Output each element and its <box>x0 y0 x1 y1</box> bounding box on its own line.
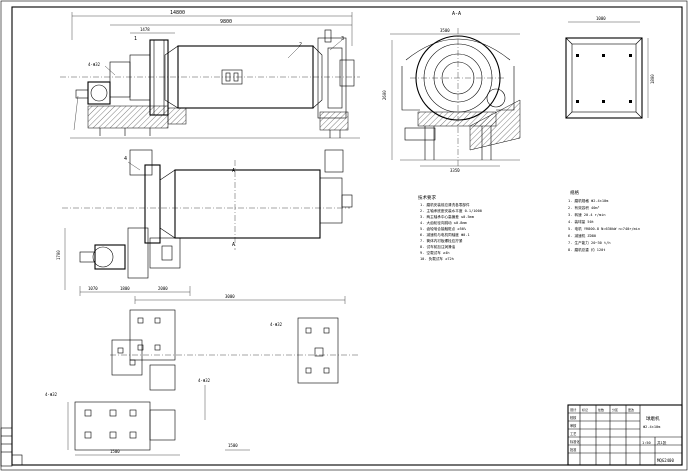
bolt-note-feed: 4-Φ32 <box>270 322 283 327</box>
note-left-7: 7. 筒体内衬板螺栓应拧紧 <box>420 238 463 243</box>
dim-plan-a: 1070 <box>88 286 98 291</box>
note-left-10: 10. 负载试车 ≥72h <box>420 256 454 261</box>
note-right-7: 7. 生产能力 20~30 t/h <box>568 240 611 245</box>
feed-foundation <box>319 111 349 131</box>
tb-row-check: 校核 <box>570 415 577 420</box>
tb-row-review: 审核 <box>570 423 577 428</box>
callout-4: 4 <box>124 156 127 162</box>
dim-opening-height: 1800 <box>650 74 655 84</box>
bolt-note: 4-Φ32 <box>88 62 101 67</box>
dim-plan-b: 1800 <box>120 286 130 291</box>
note-right-5: 5. 电机 YR800-8 N=630kW n=740r/min <box>568 226 640 231</box>
plan-motor <box>94 244 126 270</box>
note-left-5: 5. 齿轮啮合接触斑点 ≥50% <box>420 226 467 231</box>
plan-gear <box>144 164 161 244</box>
section-label: A-A <box>452 11 461 17</box>
drive-foundation <box>87 105 169 129</box>
drawing-name: 球磨机 <box>646 415 660 422</box>
tb-rev-count: 处数 <box>598 407 604 412</box>
foundation-detail-lower <box>74 401 151 451</box>
tb-row-approve: 批准 <box>570 447 577 452</box>
notes-right-title: 规格 <box>570 189 579 196</box>
dim-head: 1478 <box>140 27 150 32</box>
pinion-circle <box>486 88 506 108</box>
dim-foundation-bottom: 1500 <box>110 449 120 454</box>
tb-rev-mark: 标记 <box>582 407 588 412</box>
tb-row-design: 设计 <box>570 407 577 412</box>
dim-foundation-scale: 1500 <box>228 443 238 448</box>
plan-label-top: A <box>232 168 235 174</box>
dim-plan-left: 1700 <box>56 250 61 260</box>
foundation-pad-drive <box>129 309 176 361</box>
dim-opening-width: 1000 <box>596 16 606 21</box>
bolt-note-mid: 4-Φ32 <box>198 378 211 383</box>
dim-overall-length: 14800 <box>170 10 185 16</box>
drawing-code: MQG2400 <box>657 458 674 463</box>
note-left-8: 8. 试车前加注润滑油 <box>420 244 456 249</box>
note-left-3: 3. 两主轴承中心高偏差 ≤0.5mm <box>420 214 474 219</box>
tb-rev-change: 更改 <box>628 407 634 412</box>
note-left-9: 9. 空载试车 ≥4h <box>420 250 450 255</box>
dim-section-height: 2600 <box>382 90 387 100</box>
tb-row-standard: 标准化 <box>570 439 580 444</box>
callout-2: 2 <box>299 42 302 48</box>
note-right-2: 2. 有效容积 40m³ <box>568 205 600 210</box>
notes-left-title: 技术要求 <box>418 194 436 201</box>
foundation-pad-feed <box>297 317 339 384</box>
section-view-a-a: A-A 3500 3350 2600 <box>382 11 521 173</box>
pinion-housing <box>129 54 151 101</box>
note-left-1: 1. 磨机安装前应清洗各零部件 <box>420 202 470 207</box>
dim-section-bottom: 3350 <box>450 168 460 173</box>
inner-border <box>11 6 683 466</box>
dim-plan-c: 2000 <box>158 286 168 291</box>
reducer <box>109 61 131 98</box>
callout-1: 1 <box>134 36 137 42</box>
tb-rev-zone: 分区 <box>612 407 618 412</box>
title-block: 设计 校核 审核 工艺 标准化 批准 标记 处数 分区 更改 球磨机 Φ2.4×… <box>567 404 683 466</box>
plan-label-bottom: A <box>232 242 235 248</box>
revision-strip <box>0 427 23 467</box>
manhole <box>221 69 243 85</box>
dim-foundation-top: 3000 <box>225 294 235 299</box>
plan-view: A A 1700 1070 1800 2000 4 <box>56 149 353 296</box>
notes-left: 技术要求 1. 磨机安装前应清洗各零部件 2. 主轴承底座安装水平度 0.1/1… <box>418 194 482 261</box>
note-right-1: 1. 磨机规格 Φ2.4×10m <box>568 198 608 203</box>
callout-3: 3 <box>341 36 344 42</box>
note-right-6: 6. 减速机 ZD80 <box>568 233 596 238</box>
note-right-8: 8. 磨机总重 约 120t <box>568 247 605 252</box>
dim-body-length: 9800 <box>220 19 232 25</box>
drawing-sheet: 共1张 <box>657 440 667 445</box>
tb-row-process: 工艺 <box>570 431 576 436</box>
note-left-4: 4. 大齿轮径向跳动 ≤0.8mm <box>420 220 467 225</box>
drawing-sub: Φ2.4×10m <box>643 425 660 429</box>
note-right-3: 3. 转速 20.4 r/min <box>568 212 605 217</box>
plan-reducer <box>127 227 149 279</box>
front-elevation-view: 14800 9800 1478 <box>60 10 360 139</box>
bolt-note-lower: 4-Φ32 <box>45 392 58 397</box>
note-left-6: 6. 减速机与电机同轴度 Φ0.1 <box>420 232 470 237</box>
notes-right: 规格 1. 磨机规格 Φ2.4×10m 2. 有效容积 40m³ 3. 转速 2… <box>568 189 640 252</box>
drawing-scale: 1:50 <box>642 441 651 445</box>
plan-shell <box>174 169 321 239</box>
note-right-4: 4. 装球量 50t <box>568 219 594 224</box>
note-left-2: 2. 主轴承底座安装水平度 0.1/1000 <box>420 208 482 213</box>
motor <box>87 81 111 105</box>
foundation-opening-detail: 1000 1800 <box>565 16 655 119</box>
foundation-plan-view: 3000 4-Φ32 4-Φ32 1500 4- <box>45 294 360 456</box>
dim-section-width: 3500 <box>440 28 450 33</box>
